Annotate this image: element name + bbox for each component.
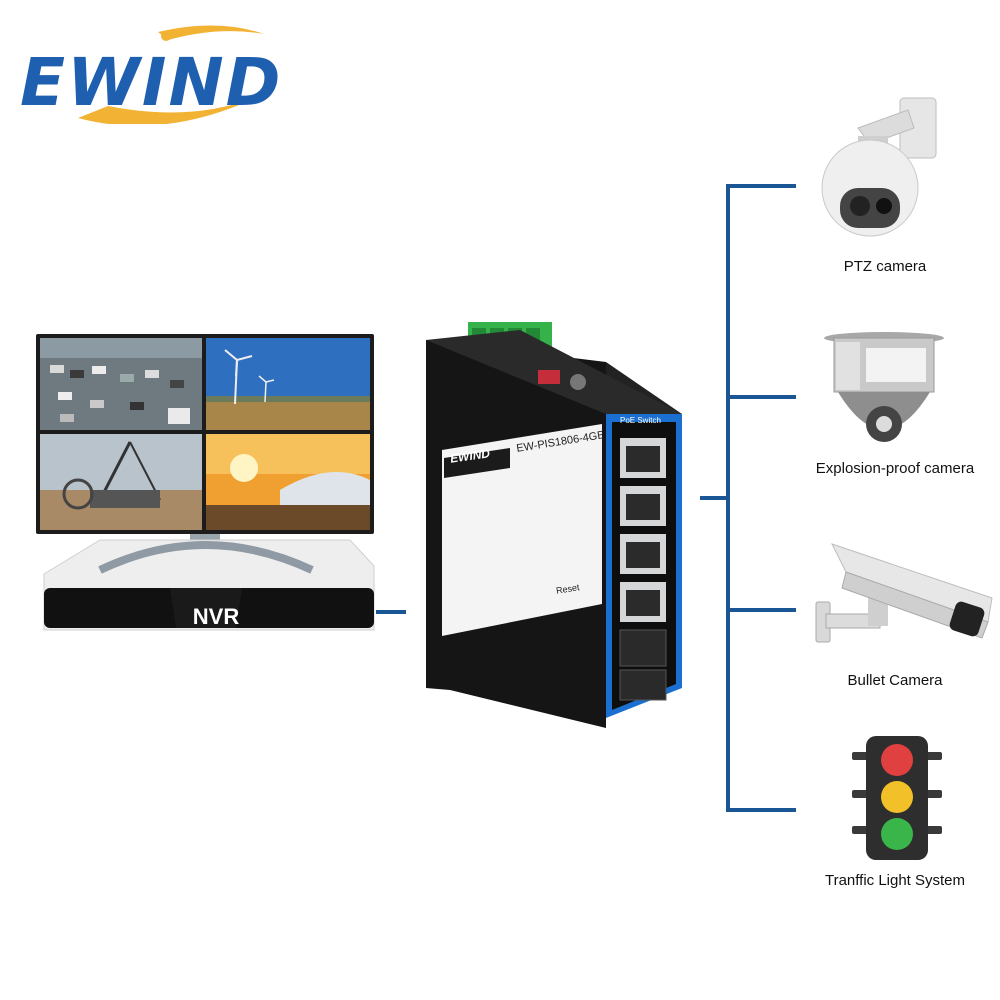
nvr-label: NVR <box>192 604 240 629</box>
poe-switch: EWIND EW-PIS1806-4GE PoE Switch Reset <box>420 318 700 728</box>
branch-line-bullet <box>726 608 796 612</box>
bus-vertical-line <box>726 184 730 812</box>
explosion-proof-camera-icon <box>822 332 952 450</box>
branch-line-traffic <box>726 808 796 812</box>
branch-line-ptz <box>726 184 796 188</box>
switch-panel-title: PoE Switch <box>620 416 661 425</box>
monitor-tile-wind-farm <box>206 338 370 430</box>
monitor-tile-mining <box>40 434 202 530</box>
logo-swoosh-icon <box>78 25 268 124</box>
monitor-tile-train <box>206 434 370 530</box>
ptz-camera-icon <box>818 88 948 248</box>
device-label-bullet: Bullet Camera <box>847 672 943 689</box>
rj45-port-group <box>620 438 666 622</box>
nvr-illustration <box>36 334 375 631</box>
traffic-light-icon <box>852 734 942 864</box>
device-label-ptz: PTZ camera <box>843 258 927 275</box>
monitor-tile-parking <box>40 338 202 430</box>
bullet-camera-icon <box>812 540 998 650</box>
device-label-explosion-proof: Explosion-proof camera <box>815 460 975 477</box>
ewind-logo: EWIND <box>18 14 298 124</box>
logo-text: EWIND <box>20 44 283 121</box>
device-label-traffic: Tranffic Light System <box>824 872 966 889</box>
nvr-link-line <box>376 610 406 614</box>
poe-switch-body <box>426 322 682 728</box>
branch-line-explosion-proof <box>726 395 796 399</box>
sfp-port-group <box>619 629 667 701</box>
nvr-station: NVR <box>30 330 390 640</box>
switch-link-line <box>700 496 728 500</box>
